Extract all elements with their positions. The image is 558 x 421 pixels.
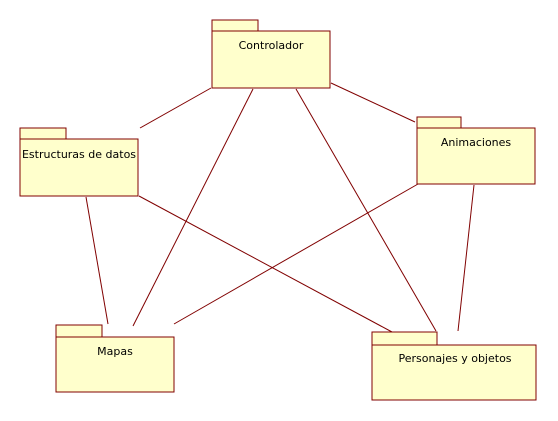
link-controlador-estructuras <box>139 87 212 129</box>
link-controlador-personajes <box>295 88 437 332</box>
package-label-mapas: Mapas <box>97 345 133 358</box>
package-body <box>19 138 139 197</box>
package-body <box>55 336 175 393</box>
link-estructuras-personajes <box>138 195 393 333</box>
package-label-animaciones: Animaciones <box>441 136 512 149</box>
package-body <box>371 344 537 401</box>
link-animaciones-mapas <box>173 183 419 325</box>
dependency-links <box>85 82 475 333</box>
package-tab <box>55 324 103 338</box>
package-personajes[interactable]: Personajes y objetos <box>371 331 537 401</box>
link-animaciones-personajes <box>457 184 475 332</box>
package-body <box>416 127 536 185</box>
package-animaciones[interactable]: Animaciones <box>416 116 536 185</box>
package-tab <box>19 127 67 140</box>
link-estructuras-mapas <box>85 196 109 325</box>
package-mapas[interactable]: Mapas <box>55 324 175 393</box>
link-controlador-animaciones <box>330 82 416 123</box>
package-tab <box>211 19 259 32</box>
package-controlador[interactable]: Controlador <box>211 19 331 89</box>
package-label-personajes: Personajes y objetos <box>398 352 511 365</box>
package-label-estructuras: Estructuras de datos <box>22 148 136 161</box>
package-label-controlador: Controlador <box>239 39 304 52</box>
package-estructuras[interactable]: Estructuras de datos <box>19 127 139 197</box>
package-tab <box>416 116 462 129</box>
package-body <box>211 30 331 89</box>
link-controlador-mapas <box>132 88 254 327</box>
package-tab <box>371 331 438 346</box>
